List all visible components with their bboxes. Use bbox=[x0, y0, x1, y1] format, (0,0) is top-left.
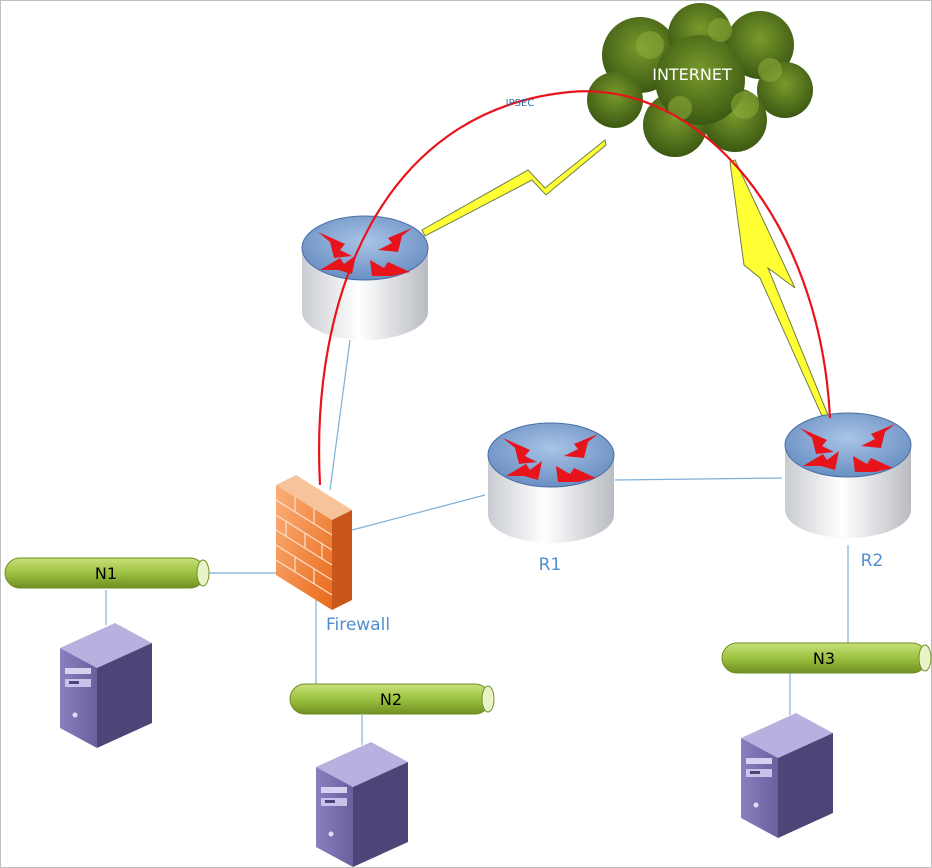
link-firewall-r1 bbox=[351, 494, 486, 531]
links bbox=[105, 339, 849, 745]
n3-label: N3 bbox=[813, 649, 835, 668]
server-icon bbox=[741, 713, 833, 838]
n2-label: N2 bbox=[380, 690, 402, 709]
cloud-icon bbox=[587, 3, 813, 157]
firewall-icon bbox=[275, 475, 352, 610]
internet-label: INTERNET bbox=[652, 65, 732, 84]
n1-label: N1 bbox=[95, 564, 117, 583]
r2-label: R2 bbox=[861, 551, 884, 571]
lightning-link-icon bbox=[421, 139, 607, 237]
router-icon bbox=[487, 422, 615, 543]
server-icon bbox=[60, 623, 152, 748]
ipsec-label: IPSEC bbox=[506, 98, 535, 109]
ipsec-tunnel bbox=[318, 90, 832, 486]
firewall-label: Firewall bbox=[326, 615, 390, 635]
r1-label: R1 bbox=[539, 555, 562, 575]
link-gateway-firewall bbox=[329, 339, 351, 491]
network-segment-n1 bbox=[4, 557, 210, 589]
link-r1-r2 bbox=[614, 477, 783, 481]
server-icon bbox=[316, 742, 408, 867]
network-segment-n2 bbox=[289, 683, 495, 715]
lightning-link-icon bbox=[729, 159, 829, 417]
router-icon bbox=[301, 215, 429, 340]
router-icon bbox=[784, 412, 912, 538]
network-segment-n3 bbox=[721, 642, 932, 674]
